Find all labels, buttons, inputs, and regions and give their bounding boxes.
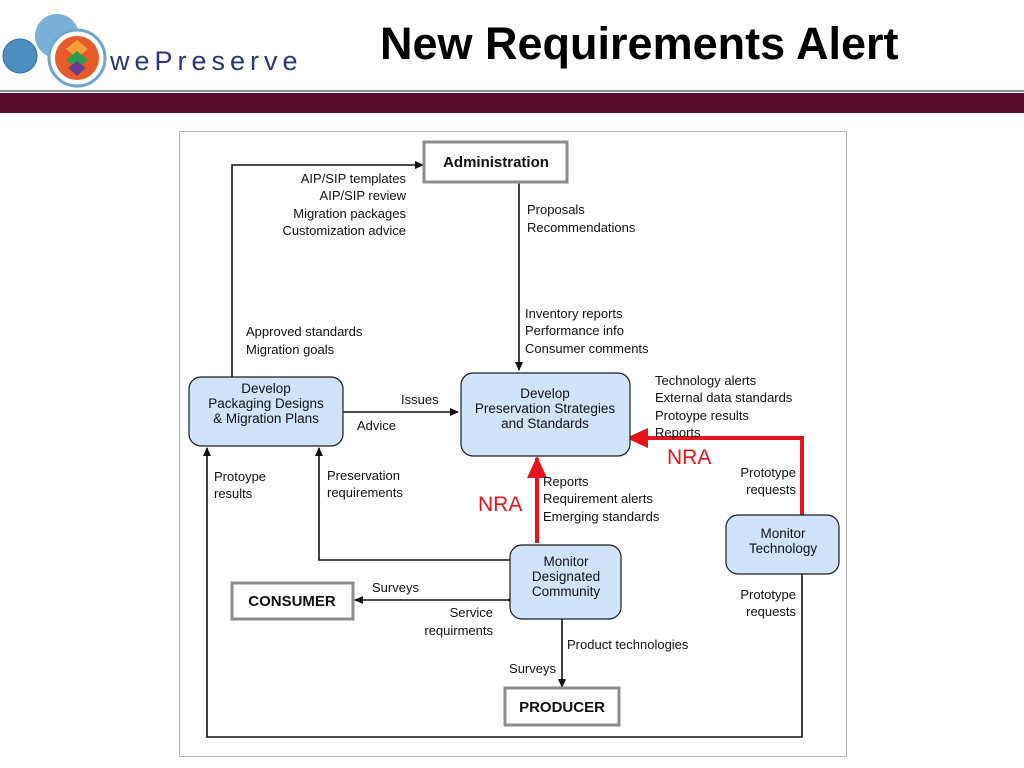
develop-packaging-line-3: & Migration Plans xyxy=(213,411,319,426)
label-approved: Approved standards Migration goals xyxy=(246,324,363,357)
label-product-technologies: Product technologies xyxy=(567,637,689,652)
monitor-community-line-3: Community xyxy=(532,584,601,599)
label-reports-block: Reports Requirement alerts Emerging stan… xyxy=(543,474,660,524)
label-surveys-consumer: Surveys xyxy=(372,580,419,595)
label-tech-alerts-3: Protoype results xyxy=(655,408,749,423)
header-divider xyxy=(0,90,1024,92)
node-consumer-label: CONSUMER xyxy=(248,593,336,610)
label-inventory: Inventory reports Performance info Consu… xyxy=(525,306,649,356)
logo-text: wePreserve xyxy=(110,46,303,76)
label-prototype-requests-lower: Prototype requests xyxy=(740,587,796,619)
node-administration-label: Administration xyxy=(443,154,549,171)
header-band xyxy=(0,93,1024,113)
label-protoype-results-2: results xyxy=(214,486,253,501)
node-producer-label: PRODUCER xyxy=(519,699,605,716)
label-admin-left-3: Migration packages xyxy=(293,206,406,221)
arrow-admin-packaging xyxy=(228,161,424,401)
label-preservation-req-1: Preservation xyxy=(327,468,400,483)
label-admin-left-1: AIP/SIP templates xyxy=(301,171,407,186)
label-protoype-results-1: Protoype xyxy=(214,469,266,484)
node-consumer: CONSUMER xyxy=(230,581,355,621)
page-title: New Requirements Alert xyxy=(380,18,899,69)
label-inventory-2: Performance info xyxy=(525,323,624,338)
node-producer: PRODUCER xyxy=(503,686,621,727)
label-prototype-upper-1: Prototype xyxy=(740,465,796,480)
monitor-community-line-1: Monitor xyxy=(543,554,589,569)
arrow-prototype-loop xyxy=(203,447,806,738)
monitor-community-line-2: Designated xyxy=(532,569,600,584)
label-nra-technology: NRA xyxy=(667,446,711,469)
node-develop-preservation: Develop Preservation Strategies and Stan… xyxy=(460,372,631,457)
label-proposals-2: Recommendations xyxy=(527,220,636,235)
label-preservation-requirements: Preservation requirements xyxy=(327,468,403,500)
label-admin-left: AIP/SIP templates AIP/SIP review Migrati… xyxy=(282,171,406,238)
node-monitor-community: Monitor Designated Community xyxy=(509,544,622,620)
label-inventory-1: Inventory reports xyxy=(525,306,623,321)
develop-preservation-line-1: Develop xyxy=(520,386,570,401)
monitor-technology-line-1: Monitor xyxy=(760,526,806,541)
label-tech-alerts-1: Technology alerts xyxy=(655,373,757,388)
label-preservation-req-2: requirements xyxy=(327,485,403,500)
node-administration: Administration xyxy=(422,140,569,184)
label-tech-alerts-4: Reports xyxy=(655,425,701,440)
logo: wePreserve xyxy=(0,6,380,96)
monitor-technology-line-2: Technology xyxy=(749,541,818,556)
node-monitor-technology: Monitor Technology xyxy=(725,514,840,575)
label-service-requirements: Service requirments xyxy=(424,605,493,638)
develop-packaging-line-1: Develop xyxy=(241,381,291,396)
label-prototype-lower-1: Prototype xyxy=(740,587,796,602)
label-prototype-lower-2: requests xyxy=(746,604,796,619)
label-inventory-3: Consumer comments xyxy=(525,341,649,356)
label-tech-alerts-2: External data standards xyxy=(655,390,793,405)
label-protoype-results: Protoype results xyxy=(214,469,266,501)
label-surveys-producer: Surveys xyxy=(509,661,556,676)
label-service-req-2: requirments xyxy=(424,623,493,638)
develop-preservation-line-3: and Standards xyxy=(501,416,589,431)
develop-preservation-line-2: Preservation Strategies xyxy=(475,401,616,416)
label-advice: Advice xyxy=(357,418,396,433)
logo-icon xyxy=(2,14,107,88)
label-proposals-1: Proposals xyxy=(527,202,585,217)
label-reports-1: Reports xyxy=(543,474,589,489)
label-issues: Issues xyxy=(401,392,439,407)
label-reports-2: Requirement alerts xyxy=(543,491,653,506)
label-tech-alerts: Technology alerts External data standard… xyxy=(655,373,793,440)
label-admin-left-2: AIP/SIP review xyxy=(320,188,407,203)
label-nra-community: NRA xyxy=(478,493,522,516)
label-approved-2: Migration goals xyxy=(246,342,335,357)
label-service-req-1: Service xyxy=(450,605,493,620)
nra-arrow-technology xyxy=(626,428,804,515)
node-develop-packaging: Develop Packaging Designs & Migration Pl… xyxy=(188,376,344,447)
label-admin-left-4: Customization advice xyxy=(282,223,406,238)
label-approved-1: Approved standards xyxy=(246,324,363,339)
develop-packaging-line-2: Packaging Designs xyxy=(208,396,324,411)
label-prototype-upper-2: requests xyxy=(746,482,796,497)
label-prototype-requests-upper: Prototype requests xyxy=(740,465,796,497)
label-proposals: Proposals Recommendations xyxy=(527,202,636,235)
label-reports-3: Emerging standards xyxy=(543,509,660,524)
